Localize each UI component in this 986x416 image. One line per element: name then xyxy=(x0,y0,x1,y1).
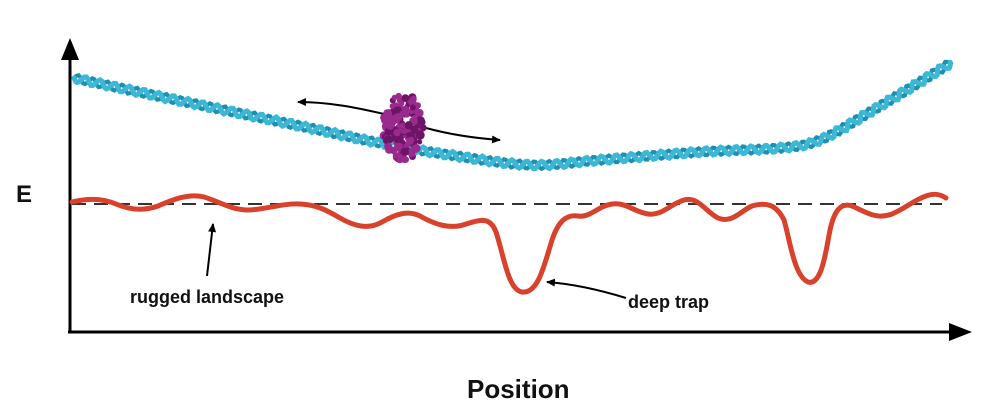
protein-atom xyxy=(391,94,398,101)
rugged-landscape-label: rugged landscape xyxy=(130,287,284,307)
protein-atom xyxy=(399,110,405,117)
protein-atom xyxy=(398,100,405,107)
protein-atom xyxy=(407,149,416,158)
dna-strand xyxy=(71,59,954,172)
protein-atom xyxy=(384,142,393,151)
y-axis-label: E xyxy=(16,181,32,208)
protein-atom xyxy=(393,145,399,151)
protein-atom xyxy=(404,121,413,130)
trap-annotation-arrow xyxy=(546,278,627,299)
protein-atom xyxy=(406,137,414,146)
protein-atom xyxy=(398,135,404,142)
protein-atom xyxy=(385,114,394,123)
protein-atom xyxy=(399,122,406,129)
protein-atom xyxy=(402,156,409,163)
x-axis-label: Position xyxy=(467,374,570,404)
protein-atom xyxy=(417,139,423,145)
protein-atom xyxy=(409,104,416,111)
protein-atom xyxy=(415,130,425,140)
protein-atom xyxy=(396,155,404,164)
rugged-annotation-arrow xyxy=(206,223,217,277)
protein-atom xyxy=(410,95,417,103)
y-axis-arrowhead xyxy=(61,38,79,60)
protein-atom xyxy=(393,128,401,137)
protein-molecule xyxy=(379,92,427,164)
protein-atom xyxy=(400,148,406,154)
slide-right-arrow xyxy=(425,127,501,144)
energy-landscape-curve xyxy=(69,191,949,295)
deep-trap-label: deep trap xyxy=(628,292,709,312)
dna-backbone-strand-b xyxy=(72,59,954,172)
slide-left-arrow xyxy=(297,98,385,115)
protein-atom xyxy=(412,144,421,153)
protein-atom xyxy=(386,121,395,130)
protein-atom xyxy=(382,138,389,144)
dna-backbone-strand-a xyxy=(71,59,953,172)
protein-atom xyxy=(389,103,396,109)
protein-atom xyxy=(410,126,419,134)
protein-atom xyxy=(401,94,410,102)
x-axis-arrowhead xyxy=(949,323,972,341)
protein-atom xyxy=(419,119,426,126)
